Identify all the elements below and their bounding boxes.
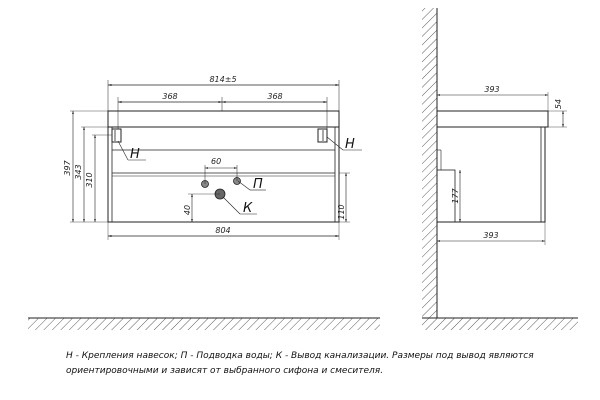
note-line-2: ориентировочными и зависят от выбранного… bbox=[66, 366, 384, 376]
label-p: П bbox=[253, 177, 263, 192]
dim-bottom-width: 804 bbox=[215, 226, 230, 235]
note-line-1: Н - Крепления навесок; П - Подводка воды… bbox=[66, 351, 534, 361]
cabinet-side bbox=[436, 126, 546, 223]
dim-drain-height: 40 bbox=[183, 205, 192, 215]
floor-hatch-front bbox=[28, 317, 380, 330]
bracket-right bbox=[317, 128, 328, 143]
dim-height-mid: 343 bbox=[74, 164, 83, 179]
dim-overall-width: 814±5 bbox=[209, 75, 236, 84]
dim-side-top-thickness: 54 bbox=[554, 99, 563, 109]
dim-height-total: 397 bbox=[63, 159, 72, 175]
countertop bbox=[107, 110, 340, 128]
label-h-right: Н bbox=[345, 137, 355, 152]
front-view: 814±5 368 368 60 40 110 397 343 310 bbox=[63, 75, 362, 240]
dim-lower-opening: 110 bbox=[337, 204, 346, 219]
countertop-side bbox=[436, 110, 549, 128]
dim-side-bottom-depth: 393 bbox=[483, 231, 498, 240]
wall bbox=[422, 8, 437, 318]
cabinet-body bbox=[107, 126, 340, 223]
floor-hatch-side bbox=[422, 318, 578, 330]
label-h-left: Н bbox=[130, 147, 140, 162]
dim-half-right: 368 bbox=[267, 92, 282, 101]
side-view: 393 54 177 393 bbox=[422, 8, 578, 330]
dim-half-left: 368 bbox=[162, 92, 177, 101]
dim-side-panel-height: 177 bbox=[451, 187, 460, 203]
bracket-left bbox=[111, 128, 122, 143]
dim-side-top-depth: 393 bbox=[484, 85, 499, 94]
label-k: К bbox=[243, 201, 253, 216]
dim-height-inner: 310 bbox=[85, 172, 94, 187]
dim-holes-spacing: 60 bbox=[211, 157, 221, 166]
